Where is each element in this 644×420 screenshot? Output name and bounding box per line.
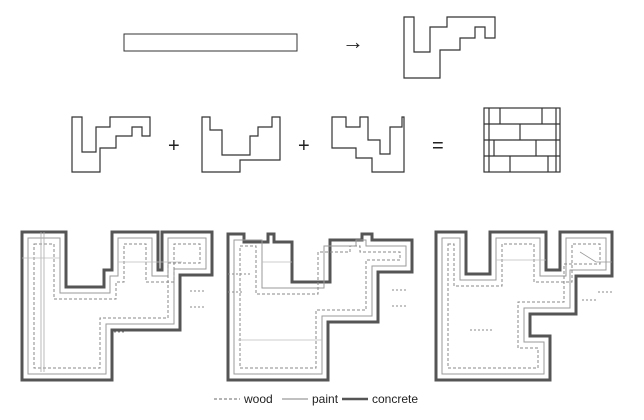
equals-operator: =: [432, 135, 444, 157]
plank-rect: [123, 33, 298, 52]
arrow-operator: →: [342, 29, 364, 54]
plus-operator-1: +: [168, 135, 180, 157]
plus-operator-2: +: [298, 135, 310, 157]
legend-concrete-label: concrete: [372, 392, 418, 406]
legend: wood paint concrete: [214, 392, 418, 406]
legend-wood-label: wood: [243, 392, 273, 406]
section-a: [20, 230, 214, 382]
row-1: →: [123, 16, 496, 79]
shape-2: [201, 116, 281, 173]
shape-result: [403, 16, 496, 79]
row-2: [71, 116, 405, 173]
shape-1: [71, 116, 151, 173]
shape-3: [331, 116, 405, 173]
assembled-pattern: [483, 107, 561, 173]
section-c: [434, 230, 614, 382]
section-b: [226, 232, 414, 382]
legend-paint-label: paint: [312, 392, 339, 406]
